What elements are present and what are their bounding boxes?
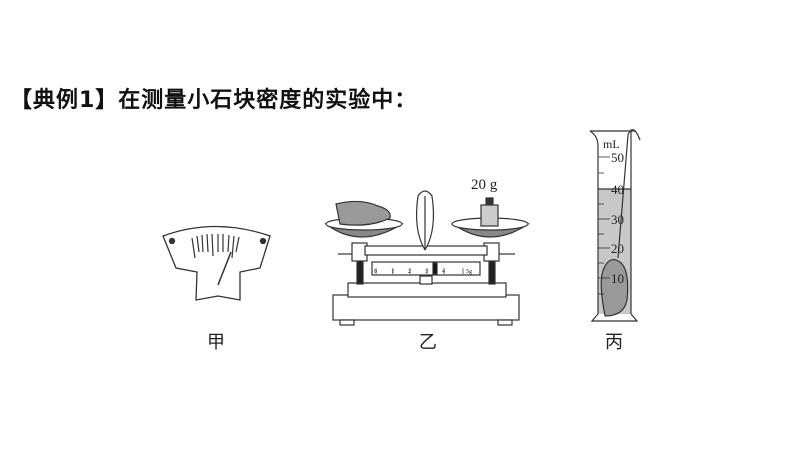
beam-scale-label: 0 bbox=[374, 269, 377, 275]
balance-pointer-scale bbox=[162, 225, 271, 301]
cylinder-tick: 30 bbox=[611, 212, 624, 227]
problem-title: 【典例1】在测量小石块密度的实验中： bbox=[10, 88, 418, 113]
stone-in-water bbox=[600, 258, 629, 317]
cylinder-tick: 10 bbox=[611, 271, 624, 286]
stone bbox=[335, 200, 391, 226]
cylinder-unit: mL bbox=[603, 137, 620, 151]
caption-bing: 丙 bbox=[605, 332, 623, 353]
beam-scale-label: 2 bbox=[408, 269, 411, 275]
cylinder-tick: 50 bbox=[611, 150, 624, 165]
cylinder-tick: 20 bbox=[611, 241, 624, 256]
beam-scale-label: 1 bbox=[391, 269, 394, 275]
cylinder-tick: 40 bbox=[611, 182, 624, 197]
beam-scale-label: 5g bbox=[466, 269, 472, 275]
beam-scale bbox=[371, 261, 481, 276]
caption-yi: 乙 bbox=[419, 332, 437, 353]
caption-jia: 甲 bbox=[207, 332, 225, 353]
pointer-needle bbox=[217, 251, 232, 286]
beam-scale-label: 3 bbox=[425, 269, 428, 275]
lever-balance bbox=[324, 190, 530, 326]
weight-20g bbox=[480, 204, 499, 227]
beam-scale-label: 4 bbox=[442, 269, 445, 275]
weight-label: 20 g bbox=[471, 177, 498, 193]
graduated-cylinder bbox=[589, 129, 641, 322]
rider bbox=[432, 262, 438, 275]
